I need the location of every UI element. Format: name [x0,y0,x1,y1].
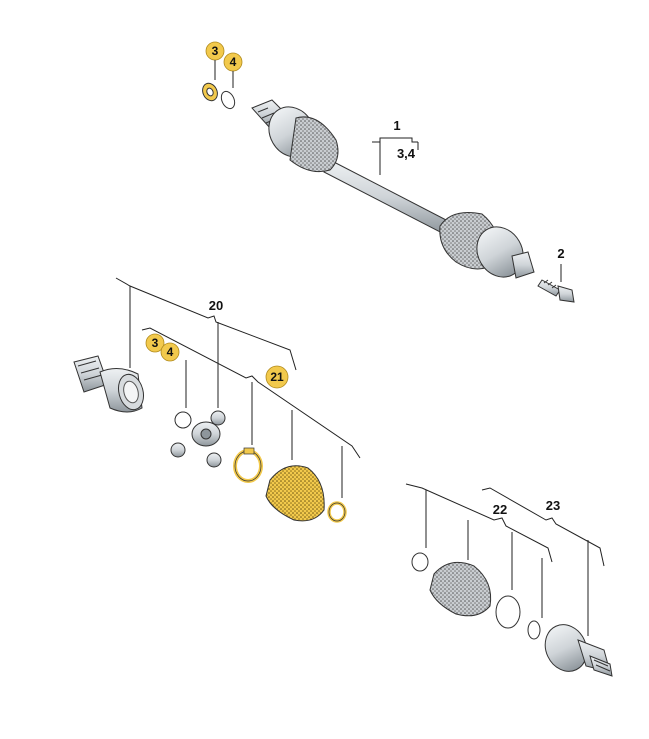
svg-text:3: 3 [152,336,159,350]
label-1: 1 3,4 [372,118,419,175]
mid-badge-4[interactable]: 4 [160,342,180,362]
svg-text:23: 23 [546,498,560,513]
clamp-band-large [233,447,263,483]
clamp-large-22 [495,595,521,629]
svg-text:20: 20 [209,298,223,313]
label-22: 22 [405,483,553,618]
shaft-bar [323,159,451,235]
boot-part-22 [429,561,492,617]
svg-text:2: 2 [557,246,564,261]
svg-text:3,4: 3,4 [397,146,416,161]
clamp-band-small [327,501,347,523]
outer-joint-housing [476,226,524,278]
svg-text:4: 4 [167,345,174,359]
clamp-small-22 [411,552,429,572]
svg-text:3: 3 [212,44,219,58]
bolt-part-2: 2 [537,246,575,303]
svg-text:22: 22 [493,502,507,517]
top-badge-3[interactable]: 3 [205,41,225,61]
ring-top [220,90,236,110]
mid-badge-3[interactable]: 3 [145,333,165,353]
svg-text:21: 21 [270,370,284,384]
label-23: 23 [481,487,605,636]
top-badge-4[interactable]: 4 [223,52,243,72]
boot-part-21 [265,465,325,522]
inner-cup-housing [73,355,144,413]
svg-text:1: 1 [393,118,400,133]
ring-22 [527,620,541,640]
badge-21[interactable]: 21 [265,365,289,389]
inner-boot [289,116,339,173]
svg-text:4: 4 [230,55,237,69]
drive-shaft-assembly [251,99,535,279]
label-20: 20 [115,277,297,408]
shaft-spline-right [511,251,535,279]
tripod-spider [170,410,226,468]
outer-joint-part-23 [544,624,613,677]
